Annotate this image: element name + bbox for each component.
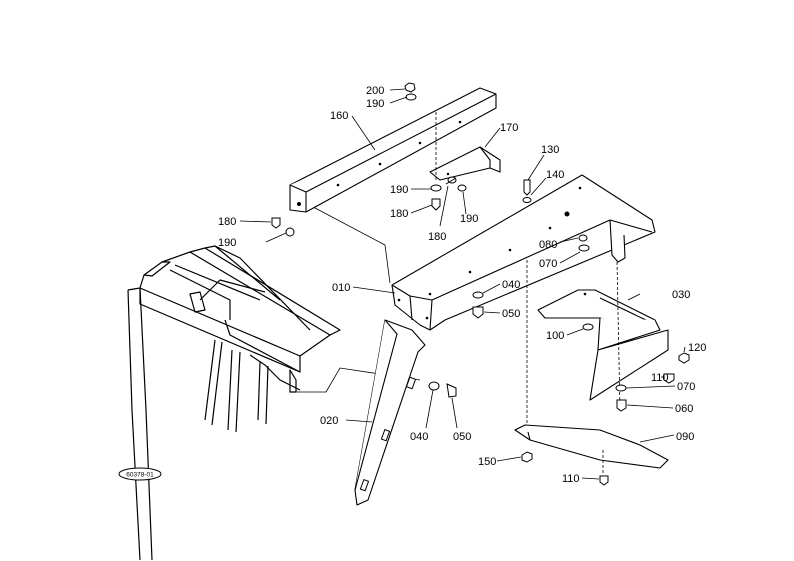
part-020-side-panel (354, 319, 426, 506)
diagram-code-badge: 60378-01 (118, 467, 162, 481)
label-110-low: 110 (562, 473, 580, 485)
label-190-left: 190 (218, 237, 236, 249)
label-170: 170 (500, 122, 518, 134)
label-070-right: 070 (677, 381, 695, 393)
label-050-low: 050 (453, 431, 471, 443)
part-lower-bracket (589, 329, 669, 401)
label-020: 020 (320, 415, 338, 427)
part-160-upper-cowl (289, 87, 497, 213)
label-050-top: 050 (502, 308, 520, 320)
label-060: 060 (675, 403, 693, 415)
label-040-low: 040 (410, 431, 428, 443)
label-160: 160 (330, 110, 348, 122)
part-030-bracket (537, 289, 661, 351)
part-labels: 200 190 160 170 130 140 190 180 190 180 … (218, 85, 706, 485)
part-090-bottom-plate (514, 424, 669, 469)
label-030: 030 (672, 289, 690, 301)
diagram-code: 60378-01 (126, 472, 154, 479)
label-190-mid: 190 (390, 184, 408, 196)
hardware (271, 82, 690, 486)
tractor-frame (127, 245, 341, 561)
label-190-top: 190 (366, 98, 384, 110)
label-180-left: 180 (218, 216, 236, 228)
label-100: 100 (546, 330, 564, 342)
label-070-top: 070 (539, 258, 557, 270)
label-150: 150 (478, 456, 496, 468)
label-120: 120 (688, 342, 706, 354)
label-080: 080 (539, 239, 557, 251)
label-110-right: 110 (651, 372, 669, 384)
label-010: 010 (332, 282, 350, 294)
label-200: 200 (366, 85, 384, 97)
part-010-main-panel (391, 174, 656, 331)
label-180-mid: 180 (390, 208, 408, 220)
part-170-bracket (429, 146, 501, 181)
label-140: 140 (546, 169, 564, 181)
label-180-low: 180 (428, 231, 446, 243)
label-leaders (239, 88, 686, 480)
label-090: 090 (676, 431, 694, 443)
label-040-top: 040 (502, 279, 520, 291)
label-190-right: 190 (460, 213, 478, 225)
label-130: 130 (541, 144, 559, 156)
